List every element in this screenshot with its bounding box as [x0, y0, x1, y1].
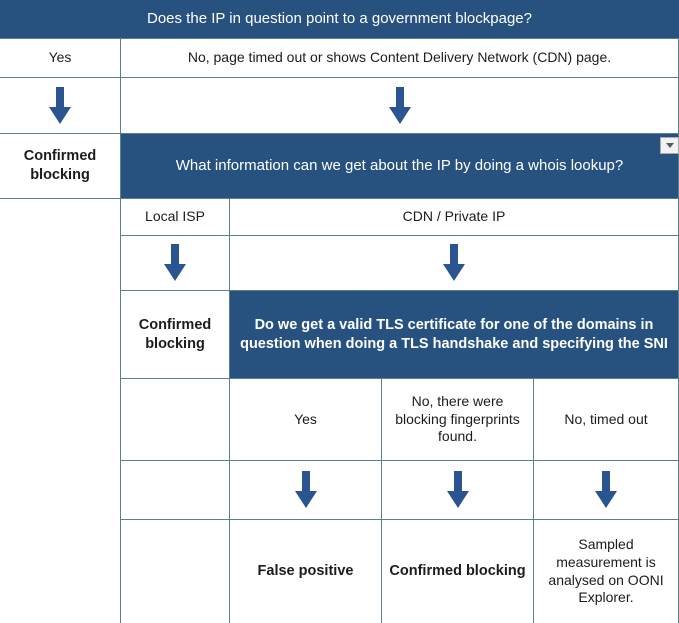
outcome-q3-fingerprints: Confirmed blocking — [382, 520, 533, 623]
grid-line-h — [0, 198, 679, 199]
outcome-q3-timeout: Sampled measurement is analysed on OONI … — [534, 520, 678, 623]
arrow-cell-q3-yes — [230, 461, 381, 519]
outcome-q1-yes-label: Confirmed blocking — [23, 148, 97, 183]
q1-answer-no: No, page timed out or shows Content Deli… — [121, 38, 678, 77]
chevron-down-glyph — [665, 143, 674, 148]
q3-answer-timeout: No, timed out — [534, 379, 678, 460]
down-arrow-icon — [294, 471, 317, 508]
q1-answer-yes: Yes — [0, 38, 120, 77]
arrow-cell-q3-timeout — [534, 461, 678, 519]
arrow-cell-q1-no — [121, 78, 678, 133]
grid-line-h — [120, 519, 679, 520]
question-3-text: Do we get a valid TLS certificate for on… — [240, 316, 668, 352]
q2-answer-cdn-label: CDN / Private IP — [402, 208, 506, 225]
question-2-text: What information can we get about the IP… — [175, 157, 624, 175]
outcome-q3-fingerprints-label: Confirmed blocking — [389, 563, 526, 580]
outcome-q3-yes: False positive — [230, 520, 381, 623]
q2-answer-local-isp: Local ISP — [121, 199, 229, 235]
chevron-down-icon[interactable] — [660, 137, 679, 154]
outcome-q3-yes-label: False positive — [257, 563, 354, 580]
down-arrow-icon — [595, 471, 617, 508]
grid-line-h — [120, 290, 679, 291]
arrow-cell-q3-fingerprints — [382, 461, 533, 519]
outcome-q1-yes: Confirmed blocking — [0, 134, 120, 198]
grid-line-h — [120, 235, 679, 236]
grid-line-h — [0, 133, 679, 134]
q1-answer-no-label: No, page timed out or shows Content Deli… — [187, 48, 612, 65]
q3-answer-fingerprints-label: No, there were blocking fingerprints fou… — [395, 392, 520, 445]
grid-line-h — [0, 77, 679, 78]
q3-answer-fingerprints: No, there were blocking fingerprints fou… — [382, 379, 533, 460]
grid-line-h — [120, 460, 679, 461]
q3-answer-yes-label: Yes — [294, 410, 317, 427]
outcome-q2-local-isp: Confirmed blocking — [121, 291, 229, 378]
question-1-text: Does the IP in question point to a gover… — [147, 10, 532, 28]
q3-answer-timeout-label: No, timed out — [564, 410, 648, 427]
grid-line-v — [381, 378, 382, 623]
outcome-q2-local-isp-label: Confirmed blocking — [138, 316, 212, 352]
outcome-q3-timeout-label: Sampled measurement is analysed on OONI … — [548, 535, 664, 606]
q3-answer-yes: Yes — [230, 379, 381, 460]
q1-answer-yes-label: Yes — [48, 48, 72, 65]
down-arrow-icon — [446, 471, 469, 508]
question-3-banner: Do we get a valid TLS certificate for on… — [230, 291, 678, 378]
grid-line-v — [533, 378, 534, 623]
question-1-banner: Does the IP in question point to a gover… — [0, 0, 679, 38]
down-arrow-icon — [164, 244, 186, 281]
q2-answer-cdn: CDN / Private IP — [230, 199, 678, 235]
grid-line-h — [120, 378, 679, 379]
grid-line-v — [229, 198, 230, 623]
down-arrow-icon — [49, 86, 71, 124]
arrow-cell-q2-cdn — [230, 236, 678, 290]
down-arrow-icon — [388, 86, 411, 124]
q2-answer-local-isp-label: Local ISP — [145, 208, 205, 225]
arrow-cell-q2-local-isp — [121, 236, 229, 290]
question-2-banner: What information can we get about the IP… — [121, 134, 678, 198]
down-arrow-icon — [443, 244, 465, 281]
grid-line-v — [120, 38, 121, 623]
arrow-cell-q1-yes — [0, 78, 120, 133]
grid-line-h — [0, 38, 679, 39]
